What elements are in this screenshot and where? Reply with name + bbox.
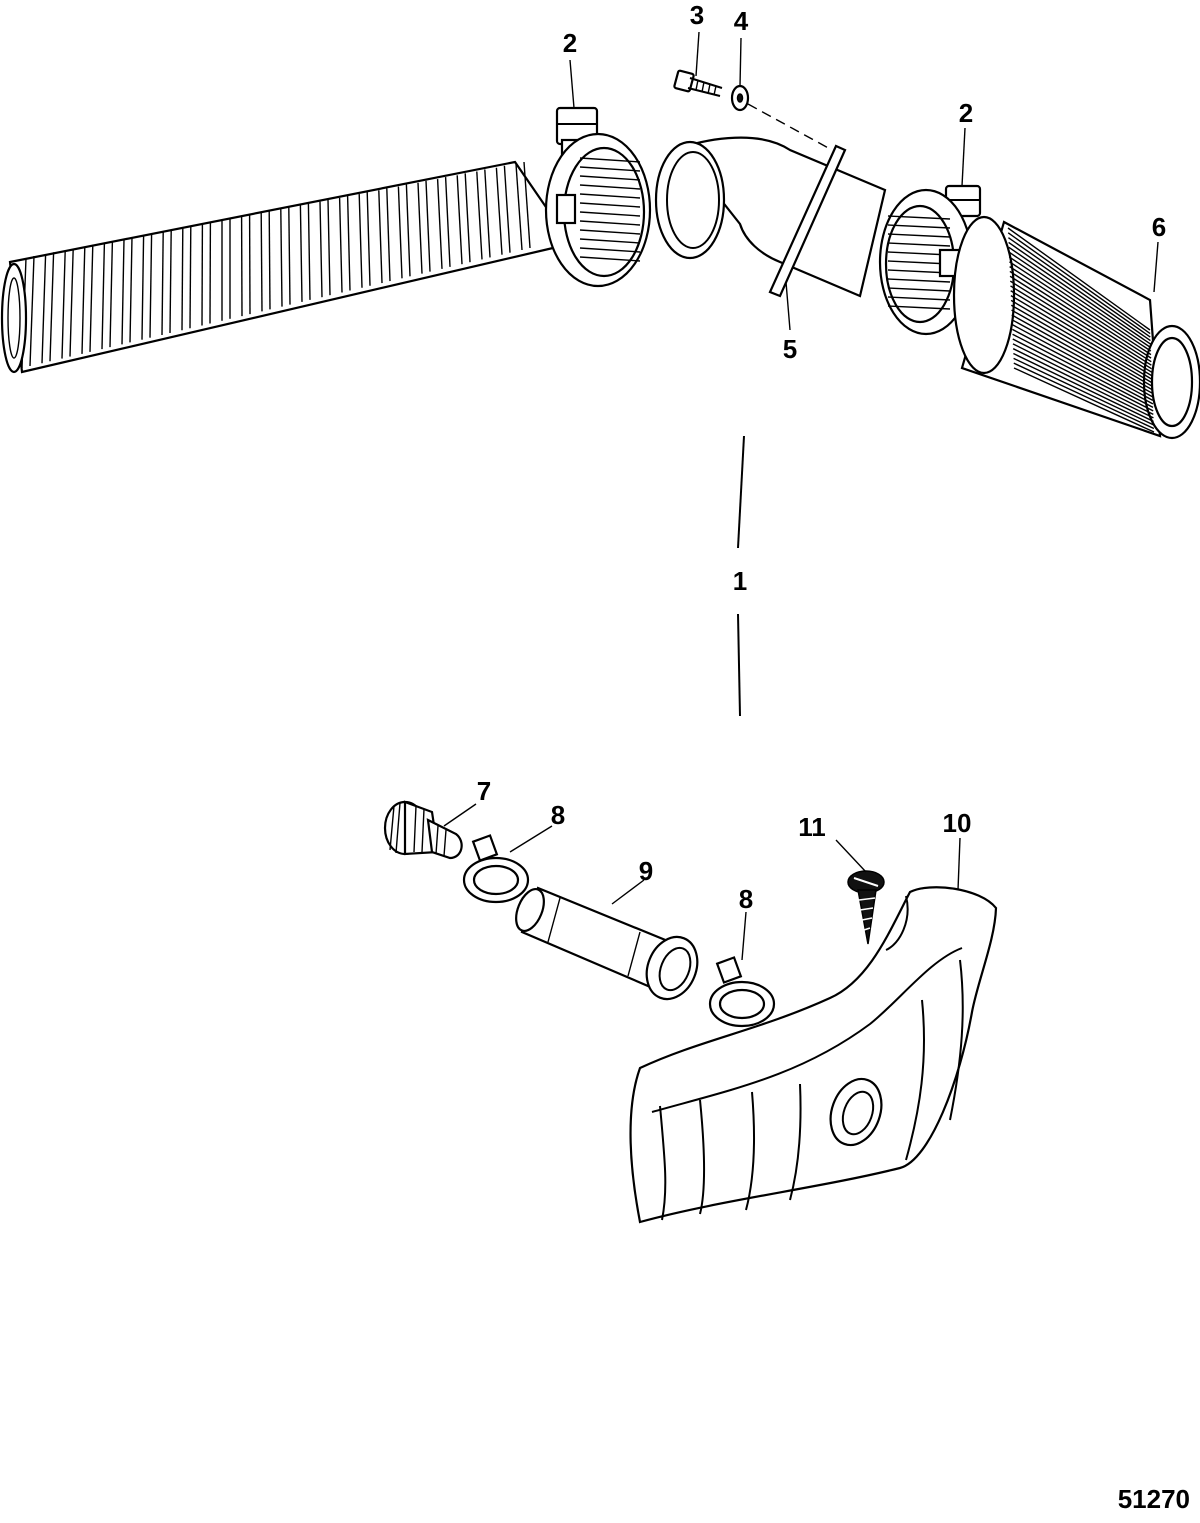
tapping-screw	[847, 870, 885, 945]
leader-line-1	[737, 435, 745, 717]
callout-2-upper-right: 2	[959, 98, 973, 128]
callout-10: 10	[943, 808, 972, 838]
hose-clamp-upper-left	[544, 106, 652, 288]
callout-1: 1	[733, 566, 747, 596]
drain-fitting	[383, 800, 463, 860]
corrugated-hose	[0, 160, 555, 374]
air-filter	[952, 215, 1200, 440]
callout-11: 11	[798, 812, 826, 842]
small-clamp-left	[462, 834, 530, 904]
connector-tube	[515, 886, 699, 1001]
callout-4: 4	[734, 6, 749, 36]
callout-6: 6	[1152, 212, 1166, 242]
small-clamp-right	[708, 956, 776, 1028]
elbow-adapter	[654, 136, 887, 298]
callout-3: 3	[690, 0, 704, 30]
screw	[673, 69, 723, 97]
callout-9: 9	[639, 856, 653, 886]
callout-5: 5	[783, 334, 797, 364]
leader-lines	[443, 31, 1159, 961]
cover	[629, 886, 998, 1224]
callout-8-left: 8	[551, 800, 565, 830]
callout-8-right: 8	[739, 884, 753, 914]
hose-clamp-upper-right	[878, 184, 982, 336]
callout-2-upper-left: 2	[563, 28, 577, 58]
figure-id: 51270	[1118, 1484, 1190, 1514]
gasket	[768, 144, 847, 298]
callout-7: 7	[477, 776, 491, 806]
